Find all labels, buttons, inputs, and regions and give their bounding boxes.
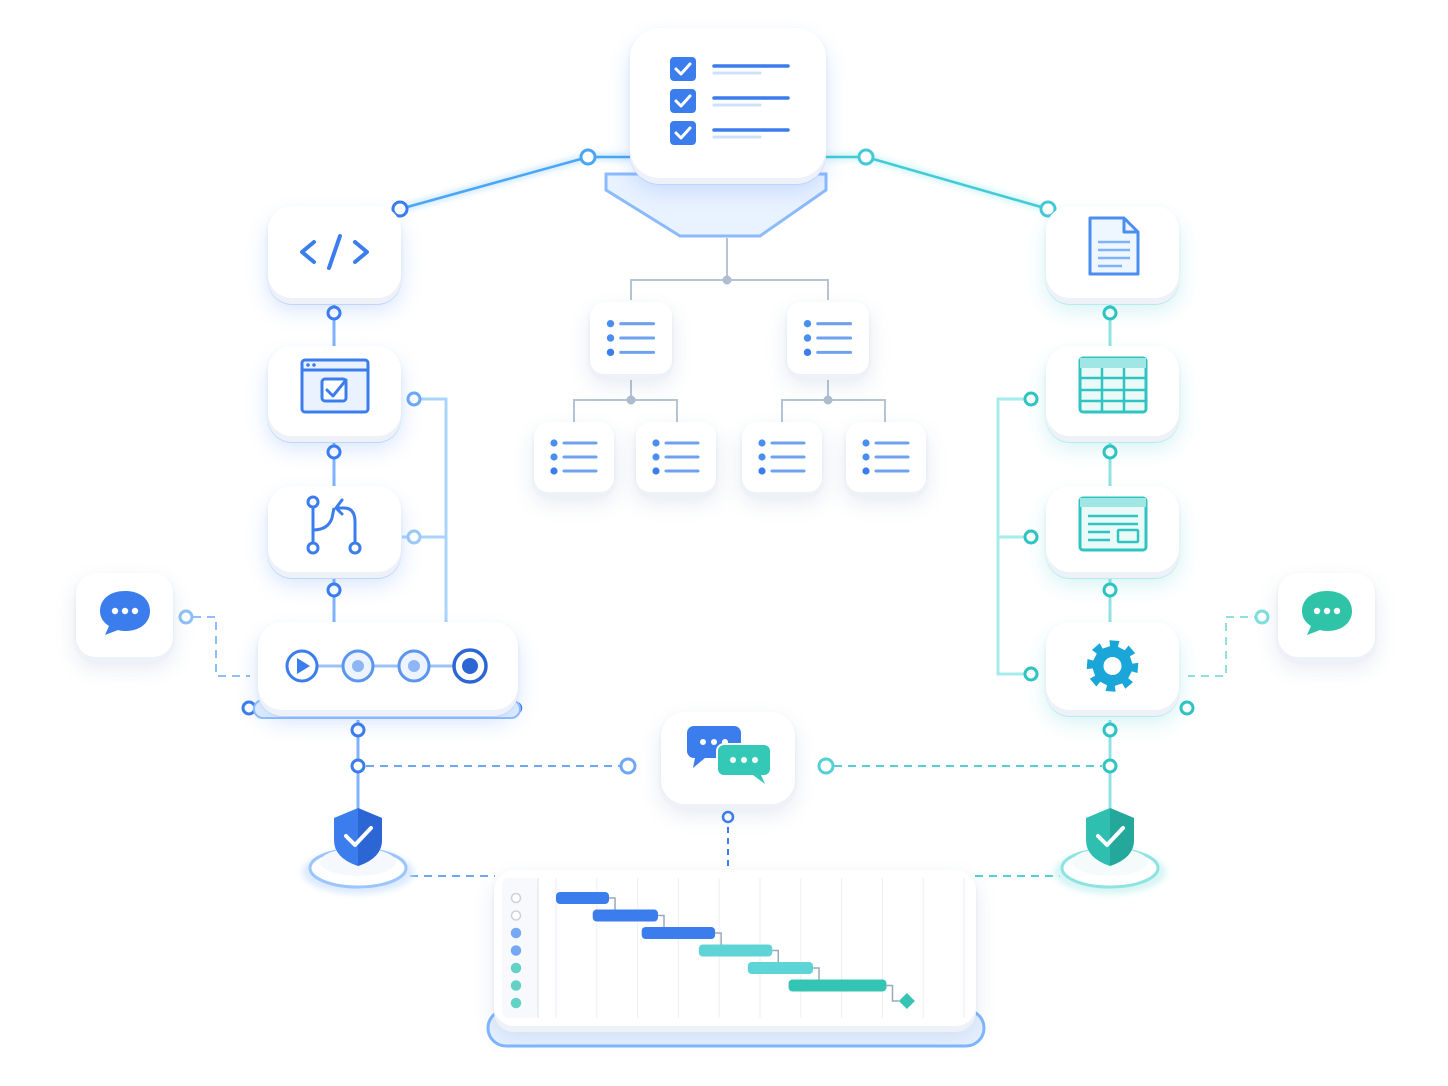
- list-icon: [606, 319, 656, 357]
- right-column-connectors: [996, 298, 1118, 682]
- gantt-task-bar: [788, 979, 887, 992]
- gantt-row-marker: [510, 892, 522, 904]
- gantt-row-marker: [510, 910, 522, 921]
- lower-connectors: [350, 720, 1118, 877]
- shield-check-icon: [1086, 808, 1134, 866]
- tree-node-level2[interactable]: [742, 422, 822, 492]
- root-to-left-connector: [391, 148, 630, 218]
- shield-check-icon: [334, 808, 382, 866]
- browser-checkbox-icon: [300, 358, 370, 414]
- conversation-icon: [687, 726, 772, 784]
- gantt-milestone: [898, 993, 915, 1009]
- chat-links: [193, 616, 1262, 677]
- left-chat-card[interactable]: [76, 573, 173, 657]
- code-card[interactable]: [268, 206, 401, 298]
- gantt-row-marker: [510, 997, 522, 1009]
- left-shield-platform: [302, 847, 414, 894]
- list-icon: [862, 439, 910, 475]
- tree-node-level1[interactable]: [787, 302, 869, 374]
- review-task-card[interactable]: [268, 346, 401, 436]
- gantt-task-bar: [698, 944, 773, 957]
- list-icon: [550, 439, 598, 475]
- gantt-task-bar: [641, 927, 716, 939]
- tree-node-level2[interactable]: [846, 422, 926, 492]
- document-card[interactable]: [1046, 206, 1179, 298]
- git-branch-icon: [306, 495, 362, 555]
- right-chat-card[interactable]: [1278, 573, 1375, 657]
- gantt-task-bar: [556, 892, 610, 904]
- gantt-dependency-link: [886, 984, 899, 1002]
- gantt-row-marker: [510, 927, 522, 939]
- table-grid-icon: [1078, 356, 1148, 414]
- collaboration-card[interactable]: [661, 712, 795, 804]
- root-checklist-card[interactable]: [630, 28, 826, 178]
- right-shield-platform: [1054, 847, 1166, 894]
- tree-nodes: [626, 275, 833, 405]
- branch-card[interactable]: [268, 486, 401, 572]
- gantt-row-marker: [510, 980, 522, 991]
- list-icon: [758, 439, 806, 475]
- code-icon: [300, 234, 369, 270]
- list-icon: [652, 439, 700, 475]
- settings-card[interactable]: [1046, 622, 1179, 710]
- gear-icon: [1086, 640, 1139, 692]
- checklist-icon: [670, 57, 790, 145]
- pipeline-stages-icon: [285, 648, 488, 684]
- gantt-task-bar: [747, 962, 814, 974]
- tree-node-level2[interactable]: [636, 422, 716, 492]
- gantt-timeline-card[interactable]: [494, 870, 976, 1026]
- table-card[interactable]: [1046, 346, 1179, 436]
- gantt-chart: [502, 878, 965, 1018]
- chat-bubble-icon: [1302, 591, 1352, 635]
- root-to-right-connector: [826, 148, 1057, 218]
- left-column-connectors: [326, 298, 448, 622]
- form-window-icon: [1078, 496, 1148, 552]
- chat-bubble-icon: [100, 591, 150, 635]
- form-card[interactable]: [1046, 486, 1179, 572]
- play-icon: [285, 649, 319, 683]
- pipeline-card[interactable]: [258, 622, 518, 710]
- document-icon: [1088, 216, 1140, 276]
- tree-node-level2[interactable]: [534, 422, 614, 492]
- tree-node-level1[interactable]: [590, 302, 672, 374]
- gantt-row-marker: [510, 962, 522, 974]
- root-base-glow: [604, 172, 828, 238]
- list-icon: [803, 319, 853, 357]
- gantt-row-marker: [510, 945, 522, 956]
- gantt-task-bar: [592, 909, 658, 922]
